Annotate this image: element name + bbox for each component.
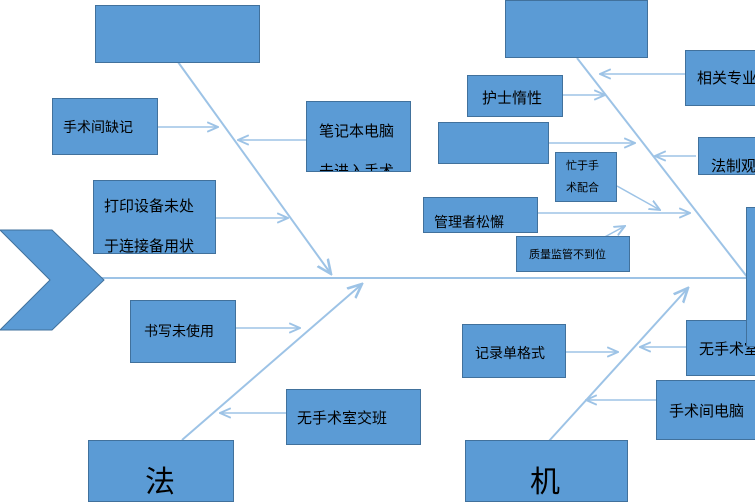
- cause-box: 笔记本电脑 未进入手术: [306, 101, 411, 172]
- cause-box: 记录单格式: [462, 324, 566, 378]
- head-label: 机: [530, 465, 560, 500]
- cause-box: 质量监管不到位: [516, 236, 630, 272]
- head-box-left-top: [95, 5, 260, 63]
- cause-label: 护士惰性: [482, 89, 543, 107]
- cause-box: 无手术室交班: [286, 389, 421, 445]
- cause-box: 法制观: [698, 137, 755, 175]
- cause-box: 手术间缺记: [52, 98, 158, 155]
- bone-right-bottom: [548, 288, 688, 442]
- cause-label: 无手术室: [699, 340, 755, 358]
- cause-label: 未进入手术: [319, 162, 395, 172]
- cause-label: 忙于手: [566, 159, 599, 172]
- cause-label: 打印设备未处: [104, 197, 195, 215]
- cause-box: 打印设备未处 于连接备用状: [93, 180, 216, 254]
- tail-chevron: [0, 229, 105, 331]
- cause-label: 管理者松懈: [434, 215, 504, 231]
- branch-arrow: [616, 185, 660, 210]
- cause-box: 手术间电脑: [656, 380, 755, 440]
- cause-label: 书写未使用: [144, 324, 214, 340]
- cause-label: 手术间缺记: [63, 120, 133, 136]
- head-box-right-edge: [746, 207, 755, 347]
- head-box-right-bottom: 机: [465, 440, 628, 502]
- cause-label: 术配合: [566, 181, 599, 194]
- cause-label: 手术间电脑: [669, 402, 745, 420]
- cause-label: 法制观: [711, 157, 755, 175]
- cause-box: 管理者松懈: [423, 197, 538, 233]
- bone-left-top: [177, 61, 331, 274]
- cause-box: 忙于手 术配合: [555, 152, 617, 202]
- cause-box: 护士惰性: [467, 75, 563, 117]
- cause-label: 笔记本电脑: [319, 122, 395, 140]
- bone-left-bottom: [181, 284, 362, 441]
- cause-label: 相关专业: [697, 69, 755, 87]
- cause-box: 书写未使用: [130, 300, 236, 363]
- cause-box: [438, 122, 549, 164]
- cause-label: 质量监管不到位: [529, 248, 606, 261]
- cause-box: 无手术室: [686, 320, 755, 376]
- head-label: 法: [145, 465, 175, 500]
- cause-label: 于连接备用状: [104, 237, 195, 254]
- cause-label: 记录单格式: [475, 346, 545, 362]
- head-box-right-top: [505, 0, 648, 58]
- head-box-left-bottom: 法: [88, 440, 234, 502]
- cause-label: 无手术室交班: [297, 409, 388, 427]
- cause-box: 相关专业: [685, 50, 755, 106]
